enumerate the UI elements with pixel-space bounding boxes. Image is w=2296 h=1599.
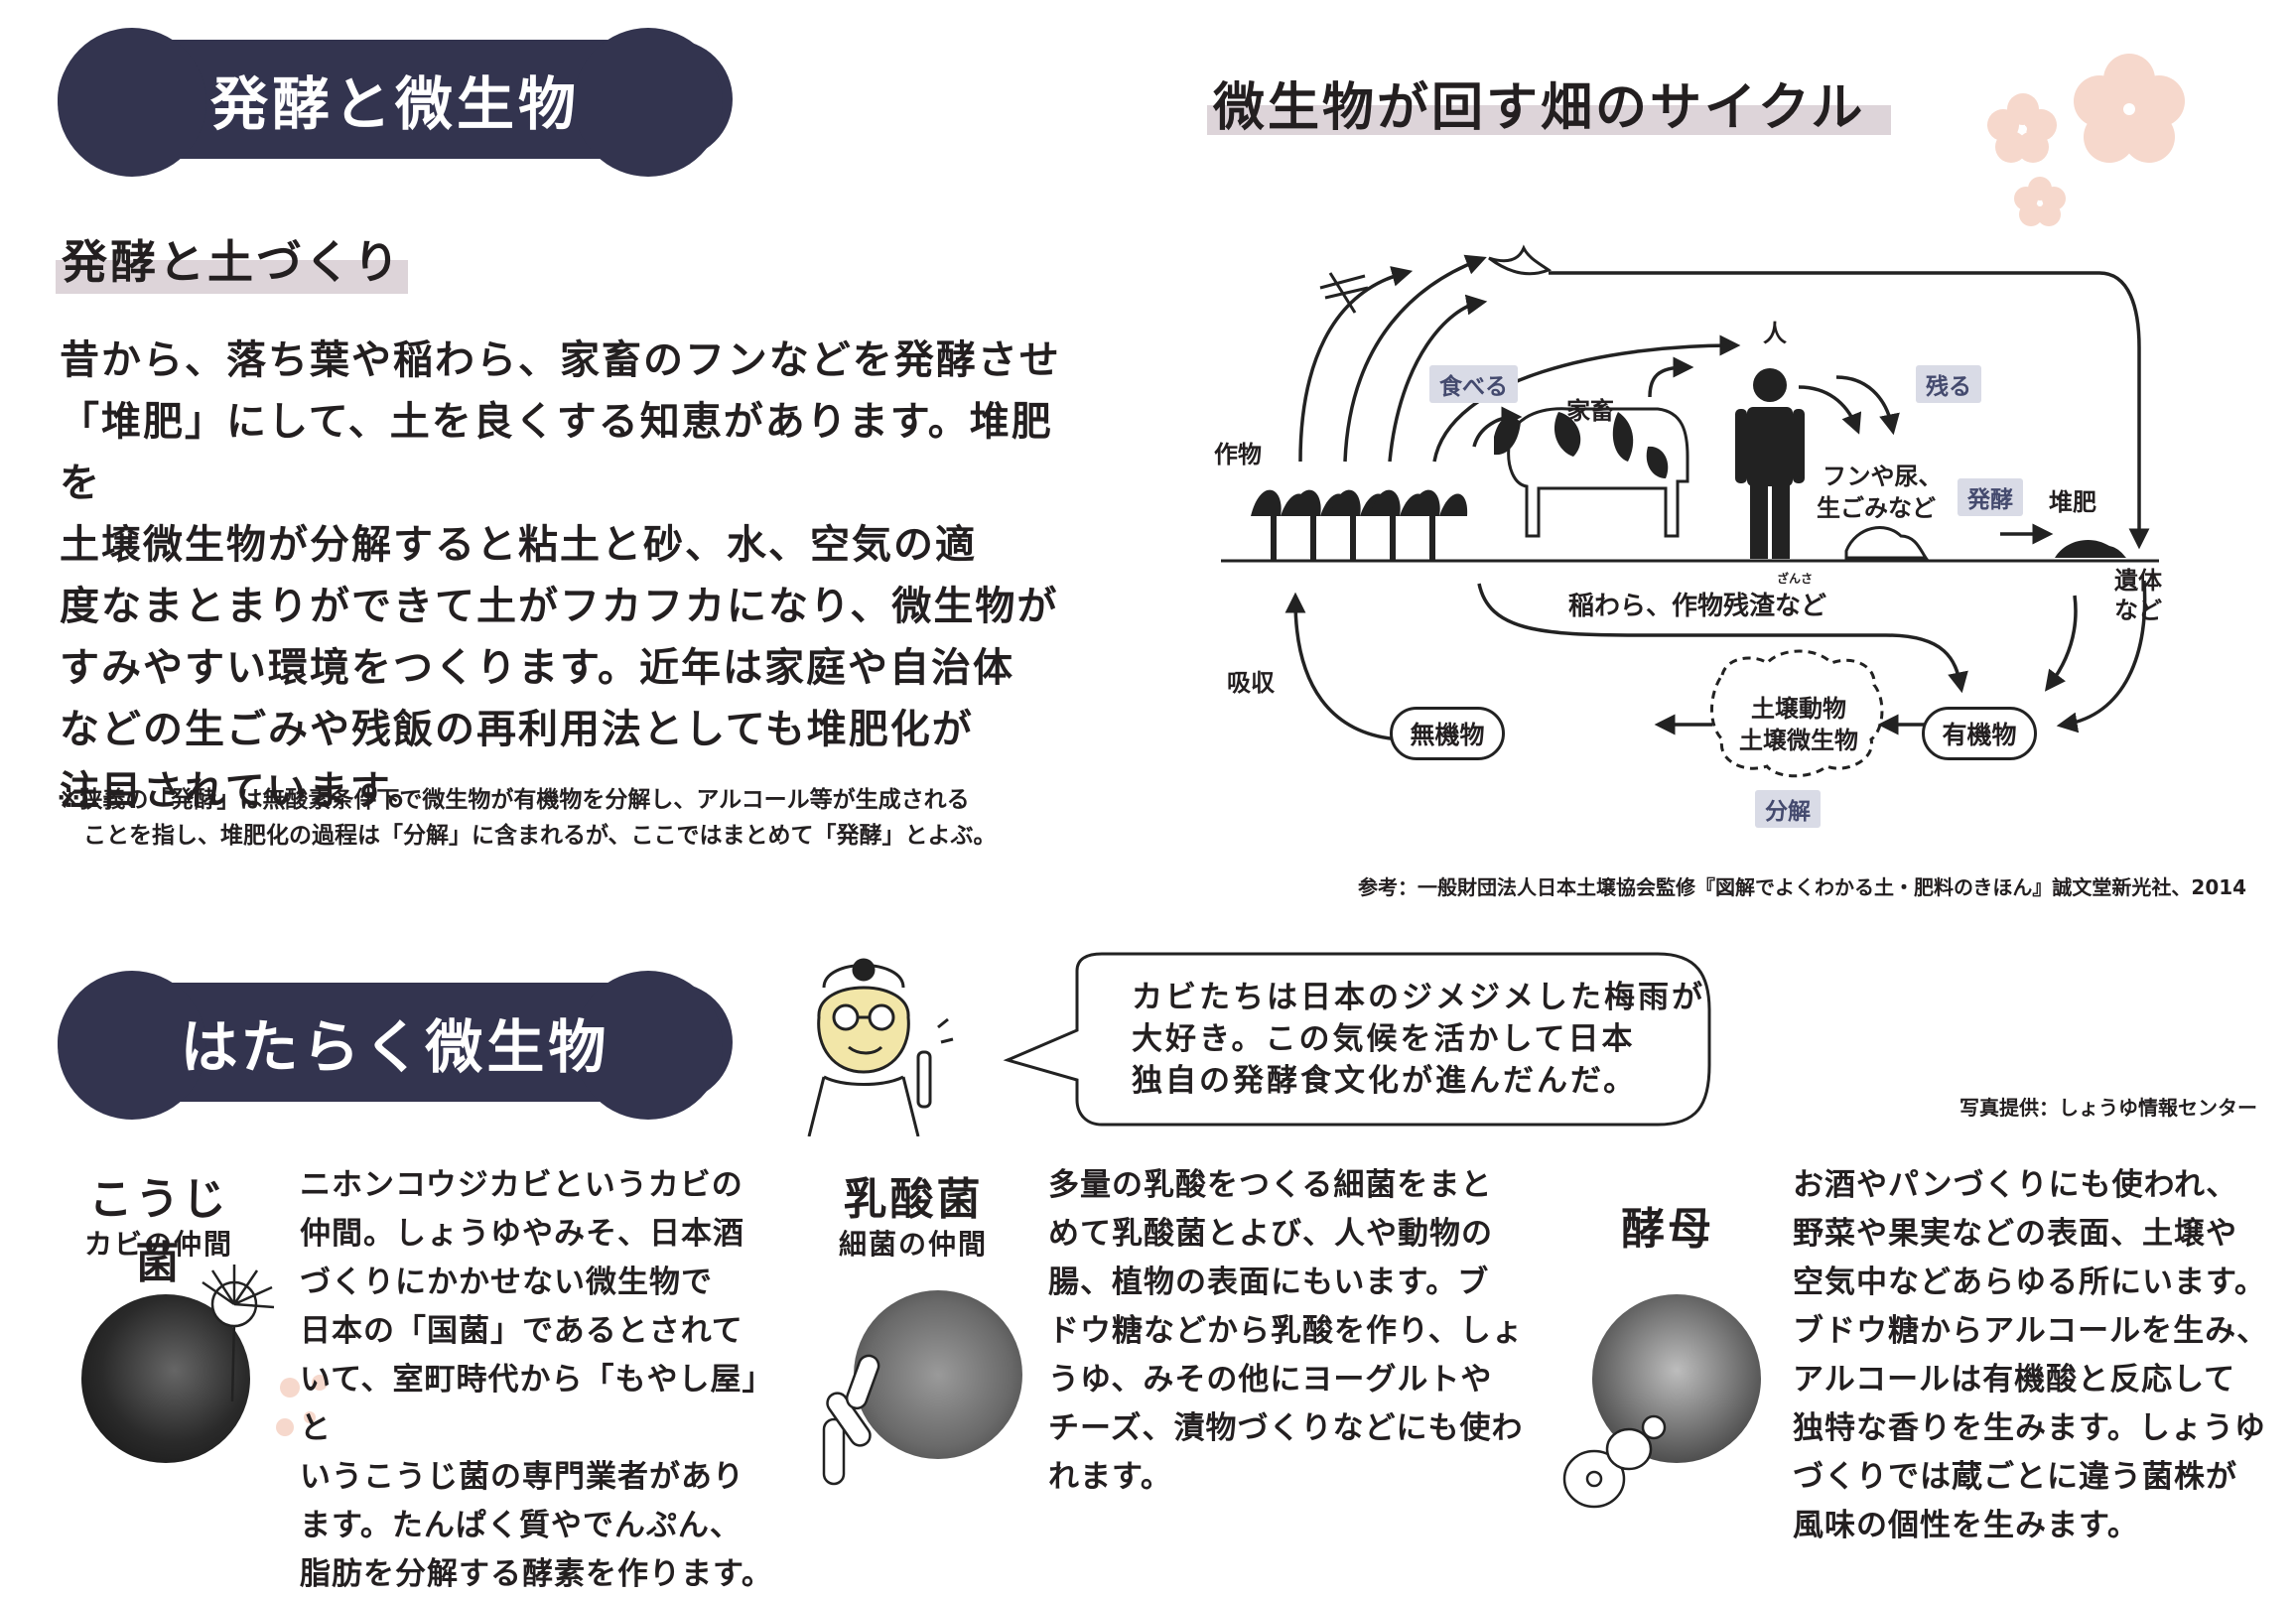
speech-bubble-shape xyxy=(1003,952,1711,1127)
dragonfly-icon xyxy=(1319,272,1369,314)
label-human: 人 xyxy=(1763,320,1787,347)
section-title: 発酵と微生物 xyxy=(209,70,580,138)
lactic-illustration xyxy=(822,1354,880,1486)
reference: 参考：一般財団法人日本土壌協会監修『図解でよくわかる土・肥料のきほん』誠文堂新光… xyxy=(1358,875,2247,899)
label-absorb: 吸収 xyxy=(1227,669,1275,697)
label-straw: 稲わら、作物残渣など xyxy=(1568,592,1827,621)
human-icon xyxy=(1735,368,1805,559)
label-crop: 作物 xyxy=(1214,441,1262,468)
microbe-1-sub: カビの仲間 xyxy=(83,1228,233,1261)
microbe-2-name: 乳酸菌 xyxy=(843,1174,984,1225)
bird-icon xyxy=(1488,244,1553,276)
tag-remain: 残る xyxy=(1916,365,1981,403)
label-livestock: 家畜 xyxy=(1566,397,1614,425)
label-remains: 遺体など xyxy=(2114,567,2162,624)
photo-credit: 写真提供：しょうゆ情報センター xyxy=(1959,1096,2257,1120)
microbe-1-text: ニホンコウジカビというカビの 仲間。しょうゆやみそ、日本酒 づくりにかかせない微… xyxy=(300,1167,774,1592)
arrow-crop-dragonfly xyxy=(1298,266,1414,463)
microbe-3-name: 酵母 xyxy=(1621,1204,1714,1255)
node-organic: 有機物 xyxy=(1922,707,2037,760)
compost-icon xyxy=(2055,539,2126,558)
section2-title-pill: はたらく微生物 xyxy=(58,971,733,1120)
label-compost: 堆肥 xyxy=(2049,488,2096,516)
label-ruby: ざんさ xyxy=(1777,572,1814,586)
crop-icon xyxy=(1251,489,1468,561)
arrow-crop-bird xyxy=(1343,254,1487,463)
label-garbage: 生ごみなど xyxy=(1817,494,1936,522)
blossom-small xyxy=(276,1375,328,1436)
node-inorganic: 無機物 xyxy=(1390,707,1505,760)
blossom-decoration xyxy=(1987,54,2185,226)
section2-title: はたらく微生物 xyxy=(180,1013,610,1081)
microbe-2-text: 多量の乳酸をつくる細菌をまと めて乳酸菌とよび、人や動物の 腸、植物の表面にもい… xyxy=(1048,1167,1524,1495)
speech-text: カビたちは日本のジメジメした梅雨が 大好き。この気候を活かして日本 独自の発酵食… xyxy=(1132,980,1705,1099)
microbe-3-text: お酒やパンづくりにも使われ、 野菜や果実などの表面、土壌や 空気中などあらゆる所… xyxy=(1793,1167,2269,1543)
label-soil-microbes: 土壌動物土壌微生物 xyxy=(1739,695,1858,754)
scientist-icon xyxy=(807,958,954,1136)
footnote: ※狭義の「発酵」は無酸素条件下で微生物が有機物を分解し、アルコール等が生成される… xyxy=(58,787,997,849)
label-feces: フンや尿、 xyxy=(1823,463,1943,490)
intro-paragraph: 昔から、落ち葉や稲わら、家畜のフンなどを発酵させ 「堆肥」にして、土を良くする知… xyxy=(60,337,1061,814)
microbe-1-name: こうじ菌 xyxy=(88,1174,229,1288)
koji-illustration xyxy=(202,1265,275,1402)
yeast-illustration xyxy=(1562,1414,1667,1509)
tag-decompose: 分解 xyxy=(1755,790,1821,828)
lactic-photo xyxy=(854,1290,1022,1459)
microbe-2-sub: 細菌の仲間 xyxy=(838,1228,988,1261)
cow-icon xyxy=(1494,407,1689,538)
tag-eat: 食べる xyxy=(1429,365,1518,403)
feces-icon xyxy=(1844,526,1929,560)
cycle-title: 微生物が回す畑のサイクル xyxy=(1207,66,1892,138)
soil-cloud xyxy=(1710,649,1884,778)
subtitle: 発酵と土づくり xyxy=(56,226,408,294)
tag-ferment: 発酵 xyxy=(1958,478,2023,516)
cycle-diagram xyxy=(1221,244,2159,778)
section-title-pill: 発酵と微生物 xyxy=(58,28,733,177)
